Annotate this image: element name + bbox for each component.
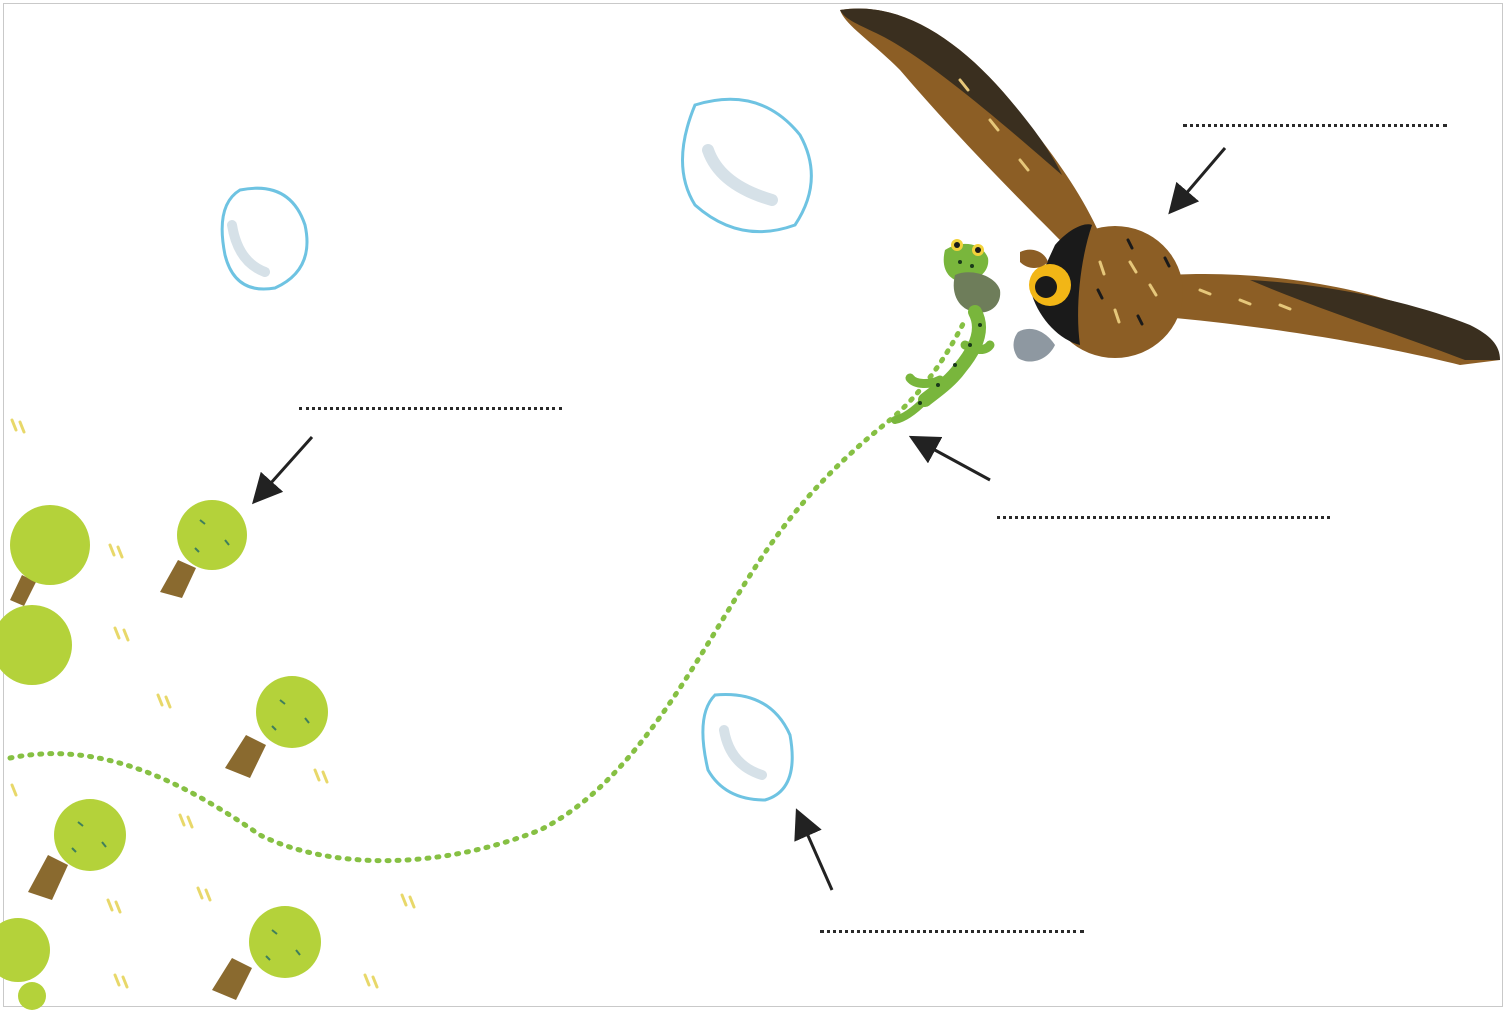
arrow-icon [1178, 148, 1225, 203]
tree-icon [0, 918, 50, 1010]
tree-icon [225, 676, 328, 778]
arrow-icon [262, 437, 312, 493]
tree-icon [28, 799, 126, 900]
cloud-icon [222, 188, 307, 289]
owl-icon [840, 8, 1500, 365]
arrow-icon [802, 822, 832, 890]
answer-blank-cloud[interactable] [820, 930, 1084, 933]
answer-blank-tree[interactable] [299, 407, 562, 410]
frog-icon [895, 239, 1000, 420]
cloud-icon [683, 99, 812, 231]
flight-trail [10, 320, 965, 861]
answer-blank-frog[interactable] [997, 516, 1330, 519]
tree-icon [10, 505, 90, 606]
cloud-icon [703, 695, 792, 801]
answer-blank-owl[interactable] [1183, 124, 1447, 127]
tree-icon [160, 500, 247, 598]
tree-icon [212, 906, 321, 1000]
arrow-icon [922, 443, 990, 480]
tree-icon [0, 605, 72, 685]
